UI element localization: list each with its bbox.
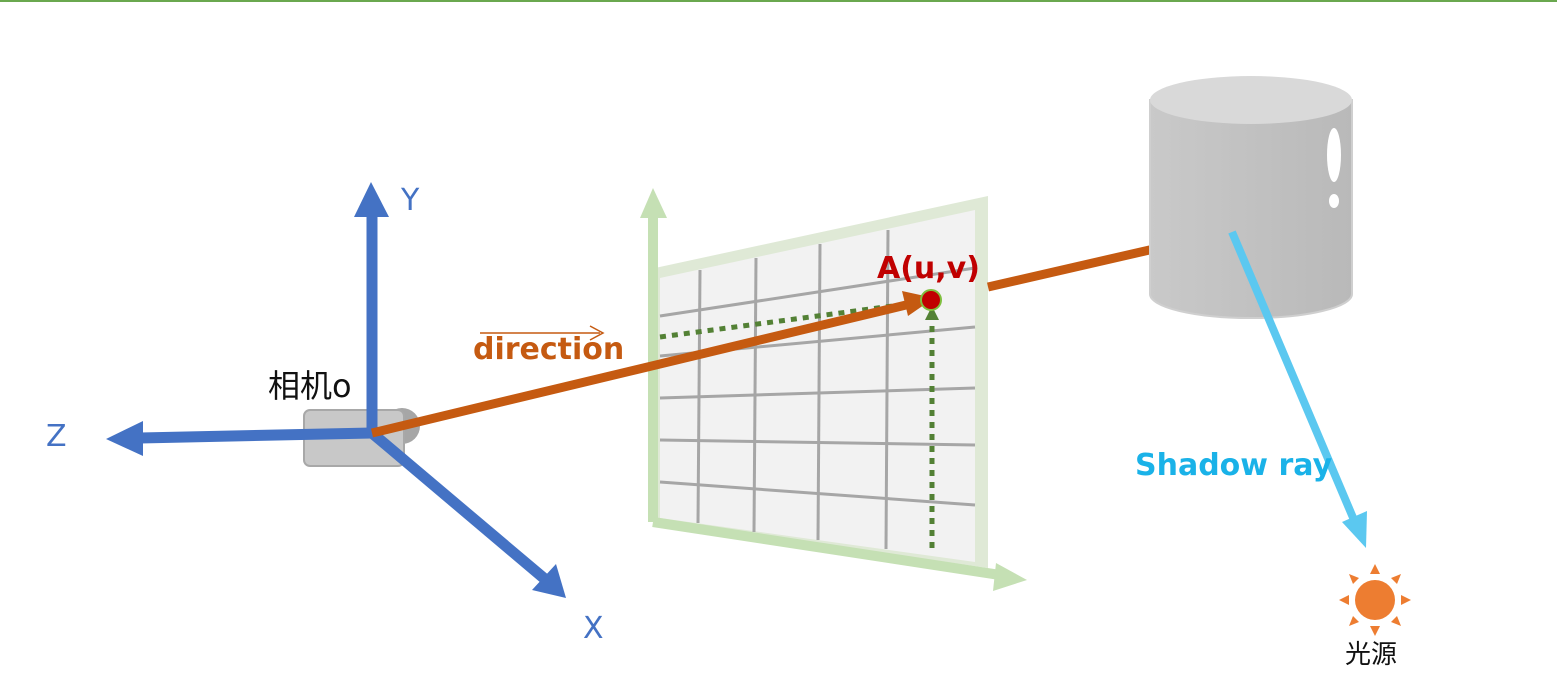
- axis-label-z: Z: [46, 419, 67, 454]
- axis-label-x: X: [583, 611, 604, 646]
- light-source-label: 光源: [1345, 640, 1398, 670]
- point-a-label: A(u,v): [877, 251, 980, 286]
- shadow-ray-label: Shadow ray: [1135, 448, 1333, 483]
- coordinate-axes: [106, 182, 566, 598]
- cylinder-object: [1149, 76, 1353, 319]
- direction-vector-arrow: [480, 325, 605, 341]
- axis-label-y: Y: [401, 183, 420, 218]
- direction-label: direction: [473, 332, 625, 367]
- image-plane-grid: [655, 196, 988, 568]
- top-rule: [0, 0, 1557, 2]
- sun-icon: [1339, 564, 1411, 636]
- point-a-marker: [920, 289, 942, 311]
- camera-label: 相机o: [268, 367, 352, 405]
- shadow-ray: [1228, 230, 1367, 548]
